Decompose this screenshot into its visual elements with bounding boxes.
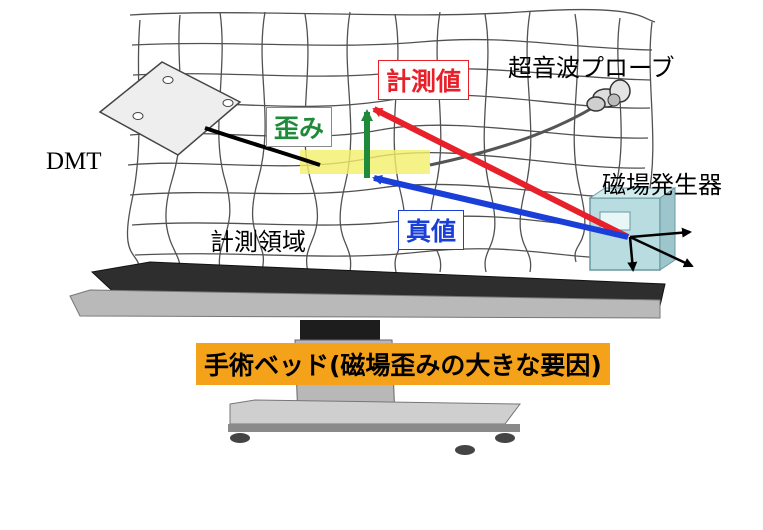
dmt-label: DMT [46, 148, 102, 175]
measured-arrow [372, 106, 630, 240]
measured-value-label: 計測値 [378, 60, 470, 100]
coordinate-axes [627, 227, 694, 272]
true-value-arrow [372, 174, 629, 240]
probe-cable [429, 98, 606, 167]
ultrasound-probe [586, 79, 631, 112]
true-value-label: 真値 [398, 210, 465, 250]
dmt-cable [204, 126, 321, 167]
ultrasound-probe-label: 超音波プローブ [508, 54, 675, 82]
surgical-bed-label: 手術ベッド(磁場歪みの大きな要因) [196, 343, 610, 385]
distortion-label: 歪み [266, 107, 333, 147]
field-generator-label: 磁場発生器 [602, 171, 722, 199]
measurement-region-label: 計測領域 [210, 228, 306, 256]
dmt-plate [98, 61, 242, 156]
